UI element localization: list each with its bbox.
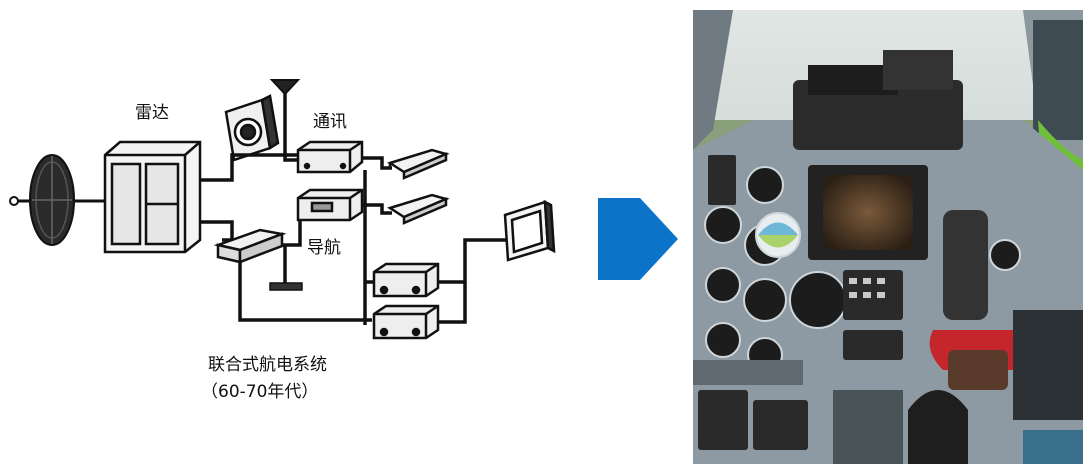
comm-antenna [269, 79, 301, 96]
radar-unit [103, 140, 202, 254]
radar-display [224, 94, 280, 162]
cockpit-display-panel [503, 199, 556, 262]
cockpit-photo [693, 10, 1083, 464]
comm-label: 通讯 [313, 112, 347, 132]
caption-title: 联合式航电系统 [208, 355, 327, 375]
comm-box [296, 140, 364, 174]
display-unit-1 [372, 262, 440, 298]
comm-panel-1 [387, 148, 450, 180]
nav-panel-1 [387, 193, 450, 225]
nav-label: 导航 [307, 238, 341, 258]
nav-box [296, 188, 364, 222]
display-unit-2 [372, 304, 440, 340]
radar-antenna-dish [9, 154, 75, 246]
federated-avionics-diagram: 雷达 通讯 导航 联合式航电系统 （60-70年代） [9, 79, 556, 402]
nav-antenna [269, 282, 303, 291]
caption-period: （60-70年代） [201, 382, 318, 402]
processor-box [213, 228, 287, 264]
radar-label: 雷达 [135, 103, 169, 123]
right-arrow-icon [598, 198, 678, 280]
